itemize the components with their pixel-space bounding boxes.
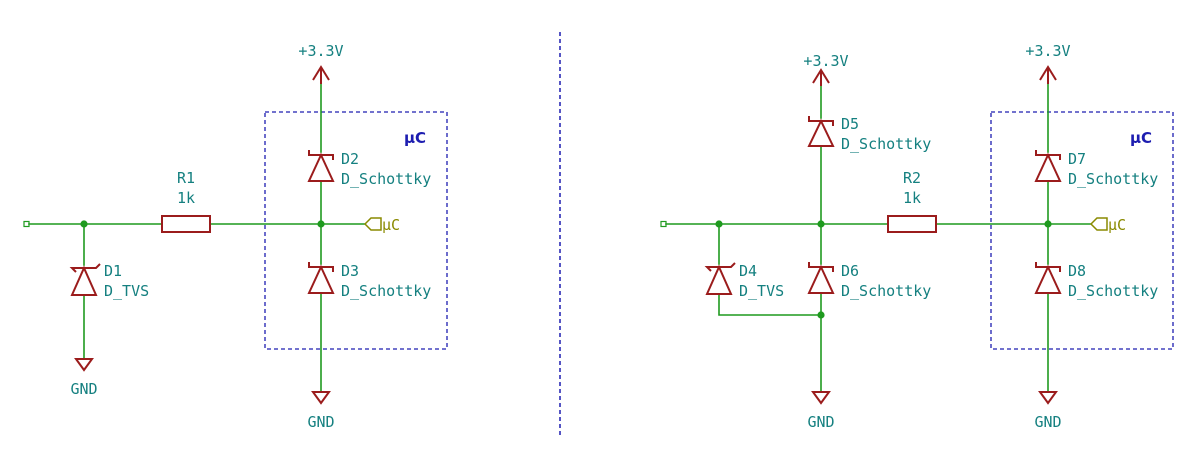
right-junction-d4 <box>715 220 723 228</box>
left-uc-box-label: µC <box>404 129 426 147</box>
left-uc-port-label: µC <box>382 216 400 234</box>
right-r2-resistor[interactable] <box>887 215 937 233</box>
left-gnd-d1-icon <box>74 358 94 372</box>
right-d4-value: D_TVS <box>739 282 784 300</box>
right-uc-port-icon[interactable] <box>1089 217 1108 231</box>
right-d5-schottky-diode[interactable] <box>807 116 835 147</box>
right-uc-box-label: µC <box>1130 129 1152 147</box>
left-uc-box <box>264 111 448 350</box>
right-junction-gnd <box>817 311 825 319</box>
left-r1-resistor[interactable] <box>161 215 211 233</box>
left-gnd-d3-icon <box>311 391 331 405</box>
left-d3-ref: D3 <box>341 262 359 280</box>
right-d8-value: D_Schottky <box>1068 282 1158 300</box>
left-vcc-label: +3.3V <box>298 42 343 60</box>
right-vcc-d7-arrow-icon <box>1039 65 1057 84</box>
right-gnd-d8-icon <box>1038 391 1058 405</box>
right-r2-value: 1k <box>903 189 921 207</box>
left-circuit: µC R1 1k D1 D_TVS D2 D_Schottky <box>23 42 448 431</box>
right-gnd-d6-label: GND <box>807 413 834 431</box>
left-r1-ref: R1 <box>177 169 195 187</box>
left-uc-port-icon[interactable] <box>363 217 382 231</box>
right-uc-port-label: µC <box>1108 216 1126 234</box>
right-d6-ref: D6 <box>841 262 859 280</box>
right-uc-box <box>990 111 1174 350</box>
left-d3-schottky-diode[interactable] <box>307 262 335 294</box>
right-d7-schottky-diode[interactable] <box>1034 150 1062 182</box>
right-d8-ref: D8 <box>1068 262 1086 280</box>
right-junction-d5-d6 <box>817 220 825 228</box>
right-d5-ref: D5 <box>841 115 859 133</box>
left-d1-tvs-diode[interactable] <box>69 263 101 296</box>
right-vcc-d7-label: +3.3V <box>1025 42 1070 60</box>
right-d6-value: D_Schottky <box>841 282 931 300</box>
left-d3-value: D_Schottky <box>341 282 431 300</box>
left-d2-schottky-diode[interactable] <box>307 150 335 182</box>
right-vcc-d5-arrow-icon <box>812 68 830 86</box>
right-d5-value: D_Schottky <box>841 135 931 153</box>
left-vcc-arrow-icon <box>312 65 330 84</box>
right-d7-ref: D7 <box>1068 150 1086 168</box>
right-d7-value: D_Schottky <box>1068 170 1158 188</box>
left-gnd-d1-label: GND <box>70 380 97 398</box>
right-d6-schottky-diode[interactable] <box>807 262 835 294</box>
right-gnd-d6-icon <box>811 391 831 405</box>
left-gnd-d3-label: GND <box>307 413 334 431</box>
right-d4-tvs-diode[interactable] <box>704 262 736 295</box>
right-junction-node <box>1044 220 1052 228</box>
right-vcc-d5-label: +3.3V <box>803 52 848 70</box>
left-r1-value: 1k <box>177 189 195 207</box>
left-junction-input <box>80 220 88 228</box>
left-junction-node <box>317 220 325 228</box>
right-d8-schottky-diode[interactable] <box>1034 262 1062 294</box>
left-d2-value: D_Schottky <box>341 170 431 188</box>
right-r2-ref: R2 <box>903 169 921 187</box>
right-circuit: µC R2 1k D4 D_TVS <box>660 42 1174 431</box>
left-d1-value: D_TVS <box>104 282 149 300</box>
right-gnd-d8-label: GND <box>1034 413 1061 431</box>
right-d4-bottom-wire <box>718 293 822 316</box>
right-d4-ref: D4 <box>739 262 757 280</box>
left-d2-ref: D2 <box>341 150 359 168</box>
left-d1-ref: D1 <box>104 262 122 280</box>
